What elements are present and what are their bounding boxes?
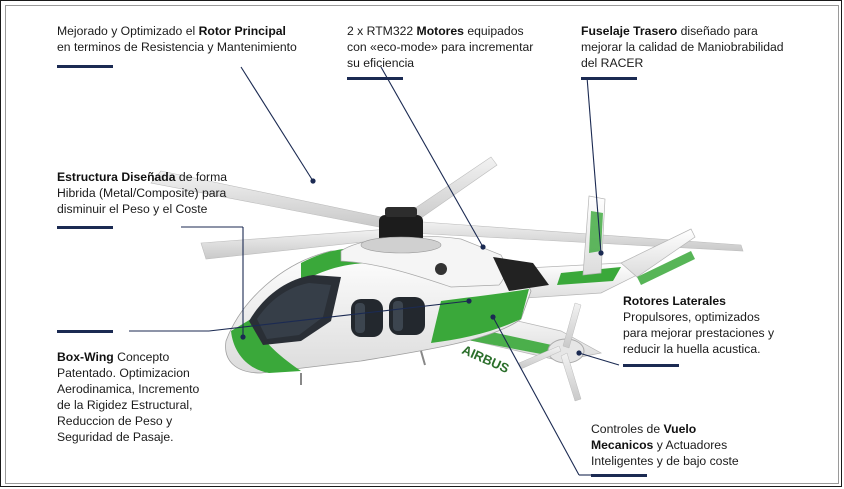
accent-bar [581, 77, 637, 80]
callout-text: Inteligentes y de bajo coste [591, 454, 739, 468]
callout-bold: Fuselaje Trasero [581, 24, 678, 38]
callout-box-wing: Box-Wing Concepto Patentado. Optimizacio… [57, 349, 199, 445]
callout-text: Aerodinamica, Incremento [57, 382, 200, 396]
callout-text: su eficiencia [347, 56, 415, 70]
callout-text: Patentado. Optimizacion [57, 366, 190, 380]
callout-bold: Estructura Diseñada [57, 170, 176, 184]
callout-text: del RACER [581, 56, 644, 70]
callout-bold: Motores [416, 24, 464, 38]
callout-text: de la Rigidez Estructural, [57, 398, 193, 412]
callout-bold: Rotores Laterales [623, 294, 726, 308]
callout-text: con «eco-mode» para incrementar [347, 40, 534, 54]
callout-text: equipados [463, 24, 524, 38]
callout-bold: Rotor Principal [198, 24, 286, 38]
callout-rotor-principal: Mejorado y Optimizado el Rotor Principal… [57, 23, 297, 55]
accent-bar [591, 474, 647, 477]
callout-text: Concepto [113, 350, 170, 364]
accent-bar [57, 65, 113, 68]
callout-text: diseñado para [677, 24, 758, 38]
callout-text: de forma [175, 170, 228, 184]
accent-bar [347, 77, 403, 80]
callout-text: en terminos de Resistencia y Mantenimien… [57, 40, 297, 54]
callout-text: Mejorado y Optimizado el [57, 24, 199, 38]
callout-text: y Actuadores [653, 438, 728, 452]
leader-dots [240, 178, 604, 356]
callout-bold: Mecanicos [591, 438, 654, 452]
callout-text: Reduccion de Peso y [57, 414, 173, 428]
callout-text: Hibrida (Metal/Composite) para [57, 186, 227, 200]
inner-border [5, 5, 839, 484]
callout-bold: Box-Wing [57, 350, 114, 364]
callout-text: disminuir el Peso y el Coste [57, 202, 208, 216]
callout-text: mejorar la calidad de Maniobrabilidad [581, 40, 784, 54]
callout-fuselaje-trasero: Fuselaje Trasero diseñado para mejorar l… [581, 23, 784, 71]
callout-text: para mejorar prestaciones y [623, 326, 775, 340]
callout-motores: 2 x RTM322 Motores equipados con «eco-mo… [347, 23, 533, 71]
accent-bar [623, 364, 679, 367]
callout-text: Seguridad de Pasaje. [57, 430, 174, 444]
lateral-rotor [518, 302, 585, 402]
callout-text: reducir la huella acustica. [623, 342, 761, 356]
accent-bar [57, 226, 113, 229]
callout-text: Propulsores, optimizados [623, 310, 760, 324]
accent-bar [57, 330, 113, 333]
leader-lines [129, 66, 620, 476]
callout-controles: Controles de Vuelo Mecanicos y Actuadore… [591, 421, 739, 469]
callout-rotores-laterales: Rotores Laterales Propulsores, optimizad… [623, 293, 774, 357]
callout-bold: Vuelo [663, 422, 697, 436]
callout-estructura: Estructura Diseñada de forma Hibrida (Me… [57, 169, 227, 217]
callout-text: Controles de [591, 422, 664, 436]
callout-text: 2 x RTM322 [347, 24, 417, 38]
